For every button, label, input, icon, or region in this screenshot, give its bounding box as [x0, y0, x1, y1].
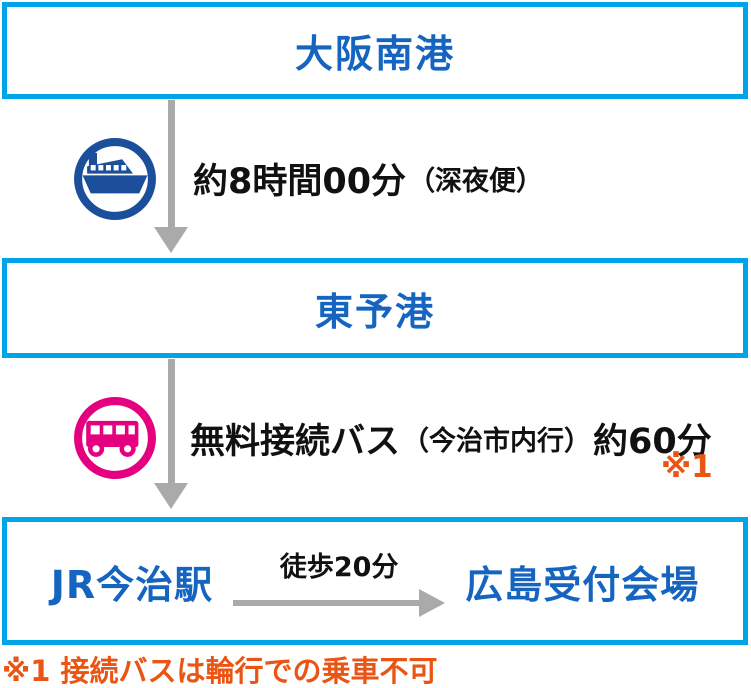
- station-box-osaka-nanko: 大阪南港: [2, 2, 748, 99]
- ferry-icon: [70, 134, 160, 224]
- arrow-head: [154, 227, 188, 253]
- station-box-toyo-port: 東予港: [2, 258, 748, 358]
- arrow-head: [419, 589, 446, 617]
- ferry-service-note: （深夜便）: [408, 165, 544, 197]
- bus-label: 無料接続バス: [190, 421, 401, 462]
- arrow-right-icon: [233, 589, 446, 617]
- arrow-down-icon: [154, 100, 188, 253]
- walk-duration: 徒歩20分: [279, 552, 399, 583]
- ferry-segment-text: 約8時間00分 （深夜便）: [193, 155, 545, 202]
- station-label-toyo-port: 東予港: [314, 289, 435, 334]
- station-label-hiroshima-venue: 広島受付会場: [465, 562, 700, 607]
- arrow-head: [154, 483, 188, 509]
- arrow-line: [233, 600, 422, 606]
- walk-segment: 徒歩20分: [233, 545, 446, 617]
- bus-segment-text: 無料接続バス （今治市内行） 約60分: [190, 415, 712, 462]
- bus-destination: （今治市内行）: [402, 425, 592, 457]
- ferry-duration: 約8時間00分: [193, 161, 407, 202]
- footnote: ※1 接続バスは輪行での乗車不可: [2, 654, 438, 688]
- arrow-down-icon: [154, 359, 188, 509]
- station-label-jr-imabari: JR今治駅: [50, 562, 214, 607]
- bus-icon: [70, 393, 160, 483]
- bus-duration: 約60分: [593, 421, 712, 462]
- final-route-box: JR今治駅 徒歩20分 広島受付会場: [2, 517, 748, 645]
- bus-note-ref: ※1: [661, 449, 713, 485]
- station-label-osaka-nanko: 大阪南港: [294, 32, 455, 76]
- arrow-line: [167, 359, 175, 483]
- arrow-line: [167, 100, 175, 227]
